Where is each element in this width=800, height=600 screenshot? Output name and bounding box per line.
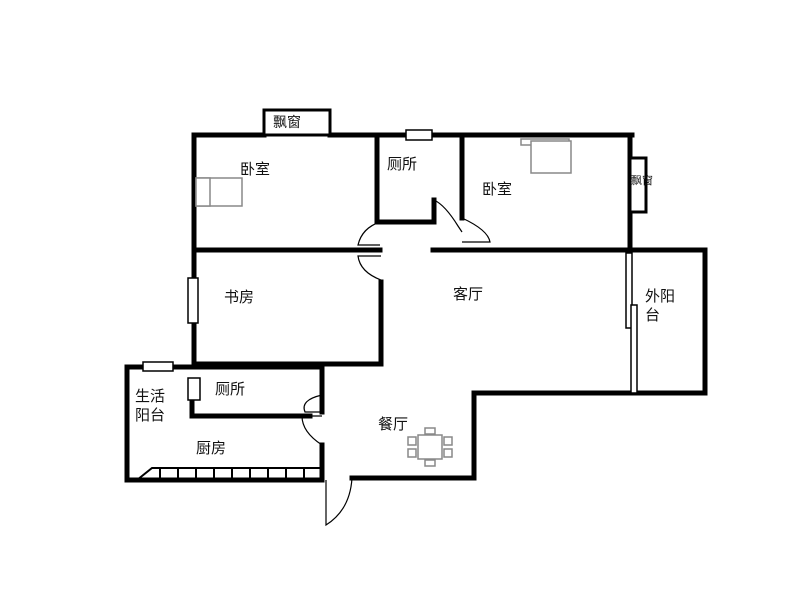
room-label-toilet-bottom: 厕所 bbox=[215, 380, 246, 398]
window-toilet-bottom bbox=[187, 377, 201, 401]
door-toilet-top bbox=[433, 199, 463, 233]
door-entrance bbox=[325, 477, 353, 527]
wall-balcony-right bbox=[629, 247, 708, 396]
bay-window-label-top: 飘窗 bbox=[273, 115, 301, 131]
wall-living-lower bbox=[349, 390, 635, 481]
bay-window-label-right: 飘窗 bbox=[631, 174, 653, 187]
wall-toilet2-lower bbox=[189, 377, 313, 419]
kitchen-counter bbox=[136, 467, 322, 481]
dining-table-icon bbox=[407, 427, 453, 467]
room-label-dining-room: 餐厅 bbox=[378, 415, 409, 433]
room-label-study: 书房 bbox=[224, 288, 255, 306]
room-label-living-room: 客厅 bbox=[453, 285, 484, 303]
door-bedroom-right bbox=[461, 217, 491, 243]
room-label-bedroom-right: 卧室 bbox=[482, 180, 513, 198]
window-toilet-top bbox=[405, 129, 433, 141]
bay-window-top bbox=[262, 108, 332, 137]
bed-right-icon bbox=[520, 138, 572, 174]
room-label-toilet-top: 厕所 bbox=[387, 155, 418, 173]
door-toilet-bottom bbox=[303, 394, 323, 413]
room-label-bedroom-left: 卧室 bbox=[240, 160, 271, 178]
room-label-kitchen: 厨房 bbox=[196, 439, 227, 457]
room-label-utility-balcony: 生活阳台 bbox=[135, 387, 166, 424]
wall-bedroom-toilet bbox=[374, 132, 437, 225]
wall-study-right bbox=[191, 279, 384, 367]
bed-left-icon bbox=[195, 177, 243, 207]
door-bedroom-left bbox=[357, 221, 381, 246]
door-kitchen bbox=[301, 415, 323, 446]
window-balcony-lower bbox=[630, 304, 638, 394]
bay-window-right bbox=[628, 156, 648, 214]
door-study bbox=[357, 255, 382, 281]
window-balcony-upper bbox=[625, 252, 633, 329]
room-label-outer-balcony: 外阳台 bbox=[645, 287, 676, 324]
window-study bbox=[187, 277, 199, 324]
window-utility bbox=[142, 361, 174, 372]
